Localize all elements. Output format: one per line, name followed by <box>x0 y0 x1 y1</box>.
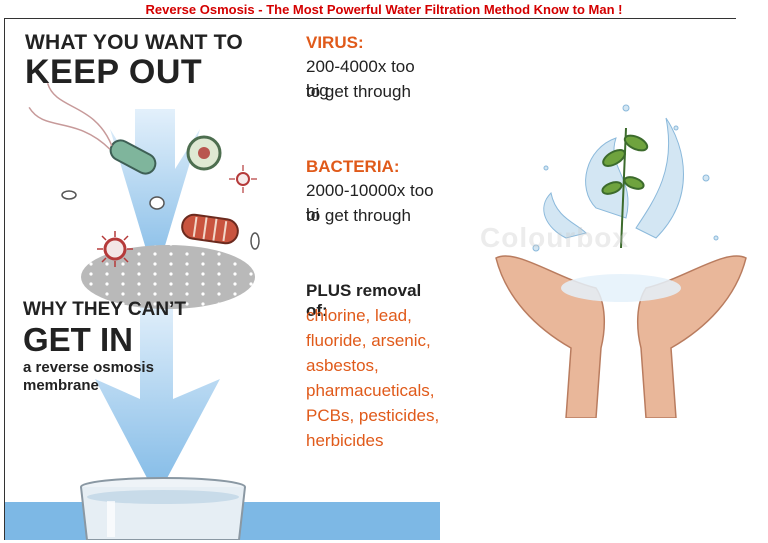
keep-out-heading-line2: KEEP OUT <box>25 53 203 91</box>
watermark-text: Colourbox <box>480 222 629 253</box>
contaminant-item: chlorine, lead, <box>306 306 412 325</box>
germ-round-green <box>186 135 222 171</box>
germ-rod-striped <box>181 213 239 245</box>
contaminant-list: chlorine, lead, fluoride, arsenic, asbes… <box>306 303 439 453</box>
membrane-caption-line2: membrane <box>23 377 99 394</box>
bacteria-line1: 2000-10000x too bi <box>306 181 434 224</box>
infographic-panel: WHAT YOU WANT TO KEEP OUT VIRUS: 200-400… <box>5 19 440 540</box>
virus-line2: to get through <box>306 82 411 101</box>
why-heading-line2: GET IN <box>23 321 134 358</box>
germ-rod-green <box>28 83 157 175</box>
bacteria-line2: to get through <box>306 206 411 225</box>
contaminant-item: pharmacueticals, <box>306 381 435 400</box>
frame-top-border <box>4 18 736 19</box>
germ-tiny <box>61 190 260 250</box>
plant-sprout <box>601 127 649 249</box>
virus-line1: 200-4000x too big <box>306 57 415 100</box>
germ-virus-small <box>229 165 257 193</box>
virus-label: VIRUS: <box>306 33 364 52</box>
why-heading-line1: WHY THEY CAN’T <box>23 299 186 320</box>
germ-virus-red <box>97 231 133 267</box>
contaminant-item: asbestos, <box>306 356 379 375</box>
plus-removal-title: PLUS removal of: <box>306 281 422 320</box>
bacteria-label: BACTERIA: <box>306 157 400 176</box>
membrane-caption: a reverse osmosis membrane <box>23 359 183 395</box>
contaminant-item: PCBs, pesticides, <box>306 406 440 425</box>
water-glass-image <box>80 477 246 540</box>
hands-water-splash-photo <box>495 104 747 418</box>
page-banner-title: Reverse Osmosis - The Most Powerful Wate… <box>145 2 623 17</box>
down-arrow-upper <box>110 109 200 279</box>
contaminant-item: herbicides <box>306 431 384 450</box>
membrane-caption-line1: a reverse osmosis <box>23 359 154 376</box>
keep-out-heading-line1: WHAT YOU WANT TO <box>25 31 243 54</box>
down-arrow-lower <box>95 299 220 497</box>
frame-left-border <box>4 18 5 540</box>
contaminant-item: fluoride, arsenic, <box>306 331 431 350</box>
filtration-illustration <box>28 83 260 497</box>
